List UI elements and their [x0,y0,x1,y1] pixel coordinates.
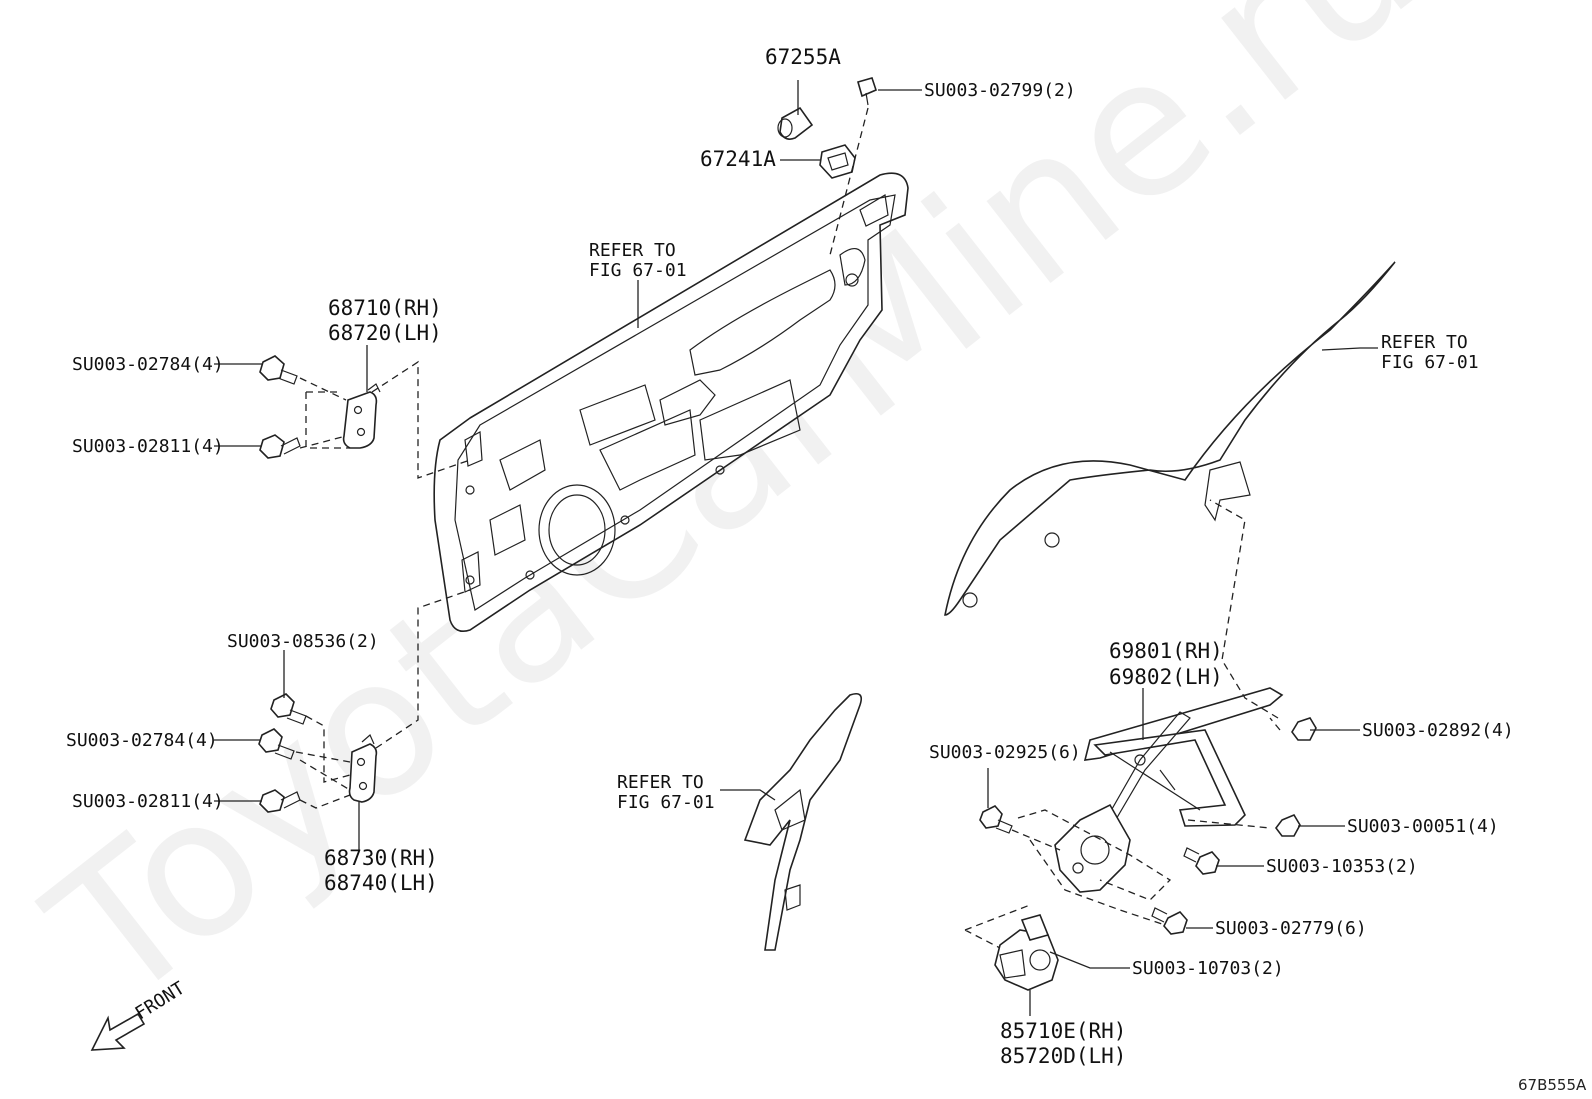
hinge-upper [342,383,381,449]
label-hinge-lower-rh: 68730(RH) [324,846,438,870]
hinge-lower [348,734,378,803]
hinge-lower-dashes [295,589,471,809]
label-su02779: SU003-02779(6) [1215,918,1367,939]
figure-code: 67B555A [1518,1076,1587,1094]
bolt-su02779 [1151,907,1188,935]
leader-lines [214,80,1378,1016]
bolt-su02784-lower [258,728,295,760]
label-hinge-upper-rh: 68710(RH) [328,296,442,320]
label-su08536: SU003-08536(2) [227,631,379,652]
hinge-upper-dashes [299,360,471,479]
bolt-su02784-upper [259,355,298,385]
label-refer-door-line1: REFER TO [589,240,676,261]
bolt-su02799 [857,77,877,106]
label-su10353: SU003-10353(2) [1266,856,1418,877]
label-regulator-rh: 69801(RH) [1109,639,1223,663]
bolt-su10353 [1183,847,1220,875]
label-hinge-lower-lh: 68740(LH) [324,871,438,895]
label-refer-glass-line1: REFER TO [1381,332,1468,353]
door-inner-panel [433,172,909,633]
leader-dashed [829,107,869,256]
callout-labels: 67255A 67241A SU003-02799(2) REFER TO FI… [66,45,1514,1068]
label-motor-rh: 85710E(RH) [1000,1019,1126,1043]
part-67255A-sleeve [777,106,814,140]
front-arrow-icon [90,1012,146,1051]
label-hinge-upper-lh: 68720(LH) [328,321,442,345]
part-67241A-clip [819,144,856,179]
label-67241A: 67241A [700,147,776,171]
regulator-dashes [964,499,1281,949]
label-su00051: SU003-00051(4) [1347,816,1499,837]
label-67255A: 67255A [765,45,841,69]
label-su10703: SU003-10703(2) [1132,958,1284,979]
bolt-su02925 [979,805,1013,834]
label-regulator-lh: 69802(LH) [1109,665,1223,689]
label-motor-lh: 85720D(LH) [1000,1044,1126,1068]
label-su02799: SU003-02799(2) [924,80,1076,101]
bolt-su08536 [270,693,307,725]
door-glass [944,261,1396,616]
window-frame-front [743,692,863,951]
bolt-su02811-upper [259,434,301,459]
bolt-su02811-lower [259,789,301,813]
label-su02811-upper: SU003-02811(4) [72,436,224,457]
label-su02784-lower: SU003-02784(4) [66,730,218,751]
window-motor [994,914,1059,991]
label-refer-frame-line2: FIG 67-01 [617,792,715,813]
label-su02925: SU003-02925(6) [929,742,1081,763]
window-regulator [1054,687,1284,893]
label-su02892: SU003-02892(4) [1362,720,1514,741]
label-refer-glass-line2: FIG 67-01 [1381,352,1479,373]
label-su02811-lower: SU003-02811(4) [72,791,224,812]
nut-su02892 [1291,717,1317,741]
nut-su00051 [1275,813,1301,837]
label-refer-frame-line1: REFER TO [617,772,704,793]
label-refer-door-line2: FIG 67-01 [589,260,687,281]
label-su02784-upper: SU003-02784(4) [72,354,224,375]
